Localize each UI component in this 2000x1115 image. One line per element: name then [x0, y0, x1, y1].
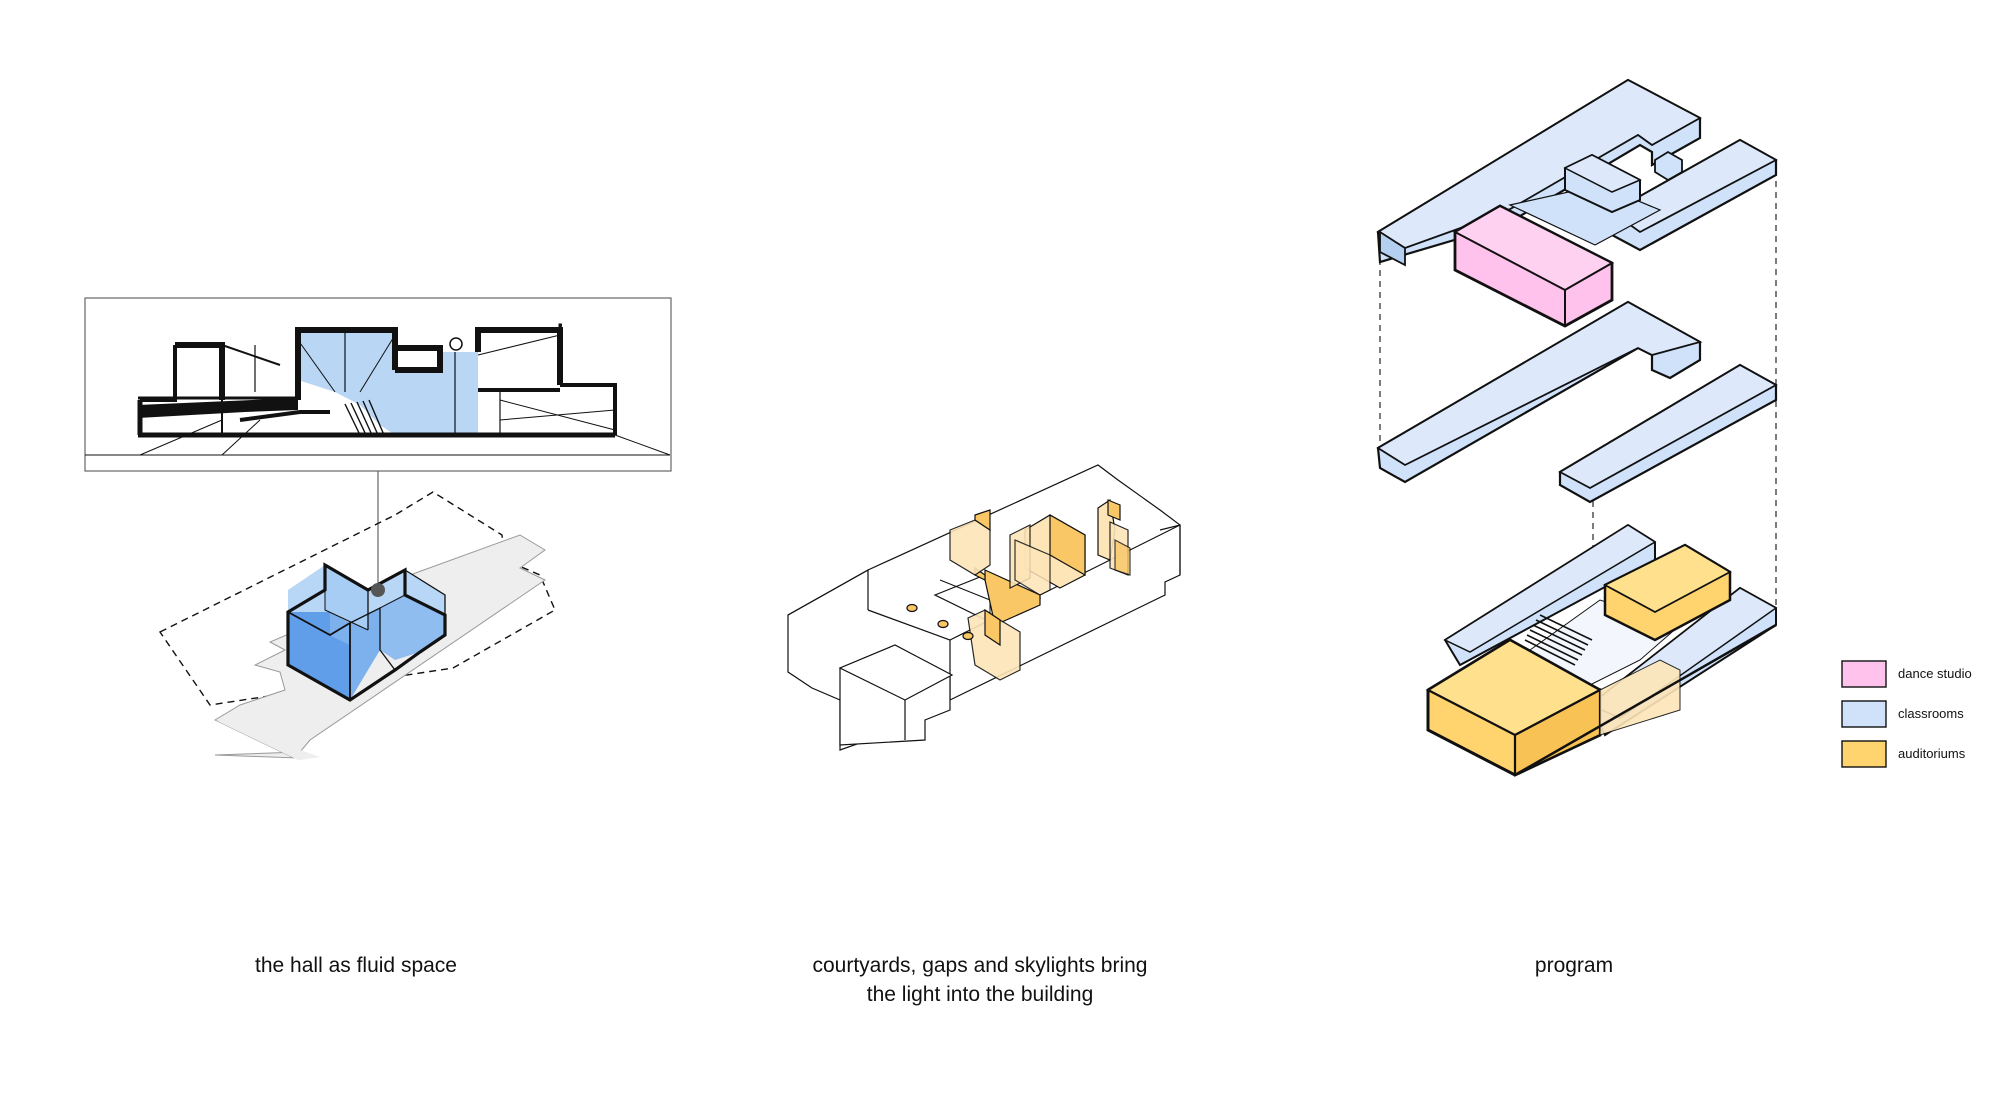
program-layer-top — [1376, 78, 1778, 328]
hall-focus-point — [371, 583, 385, 597]
caption-line: the light into the building — [866, 983, 1094, 1006]
caption-hall: the hall as fluid space — [206, 951, 506, 980]
legend-swatch-dance-studio — [1841, 660, 1887, 688]
section-stair — [344, 399, 385, 436]
building-dashed-outline — [158, 491, 556, 706]
program-layer-bottom — [1425, 523, 1778, 777]
caption-line: program — [1534, 954, 1614, 977]
light-panel — [787, 464, 1181, 751]
program-panel — [1376, 78, 1887, 777]
caption-light: courtyards, gaps and skylights bring the… — [780, 951, 1180, 1009]
caption-program: program — [1474, 951, 1674, 980]
legend-label-dance-studio: dance studio — [1898, 666, 1972, 681]
skylight-dot — [906, 603, 918, 613]
legend-swatch-classrooms — [1841, 700, 1887, 728]
program-layer-middle — [1376, 300, 1778, 504]
hall-panel — [84, 297, 672, 760]
legend-swatch-auditoriums — [1841, 740, 1887, 768]
skylight-dot — [937, 619, 949, 629]
hall-volume — [286, 562, 447, 702]
legend-label-auditoriums: auditoriums — [1898, 746, 1966, 761]
section-hall-fill — [298, 330, 478, 435]
legend-label-classrooms: classrooms — [1898, 706, 1964, 721]
auditorium-stairs — [1524, 614, 1593, 666]
caption-line: the hall as fluid space — [255, 954, 457, 977]
skylight-dot — [962, 631, 974, 641]
building-section — [85, 323, 671, 456]
caption-line: courtyards, gaps and skylights bring — [812, 954, 1148, 977]
legend — [1841, 660, 1887, 768]
